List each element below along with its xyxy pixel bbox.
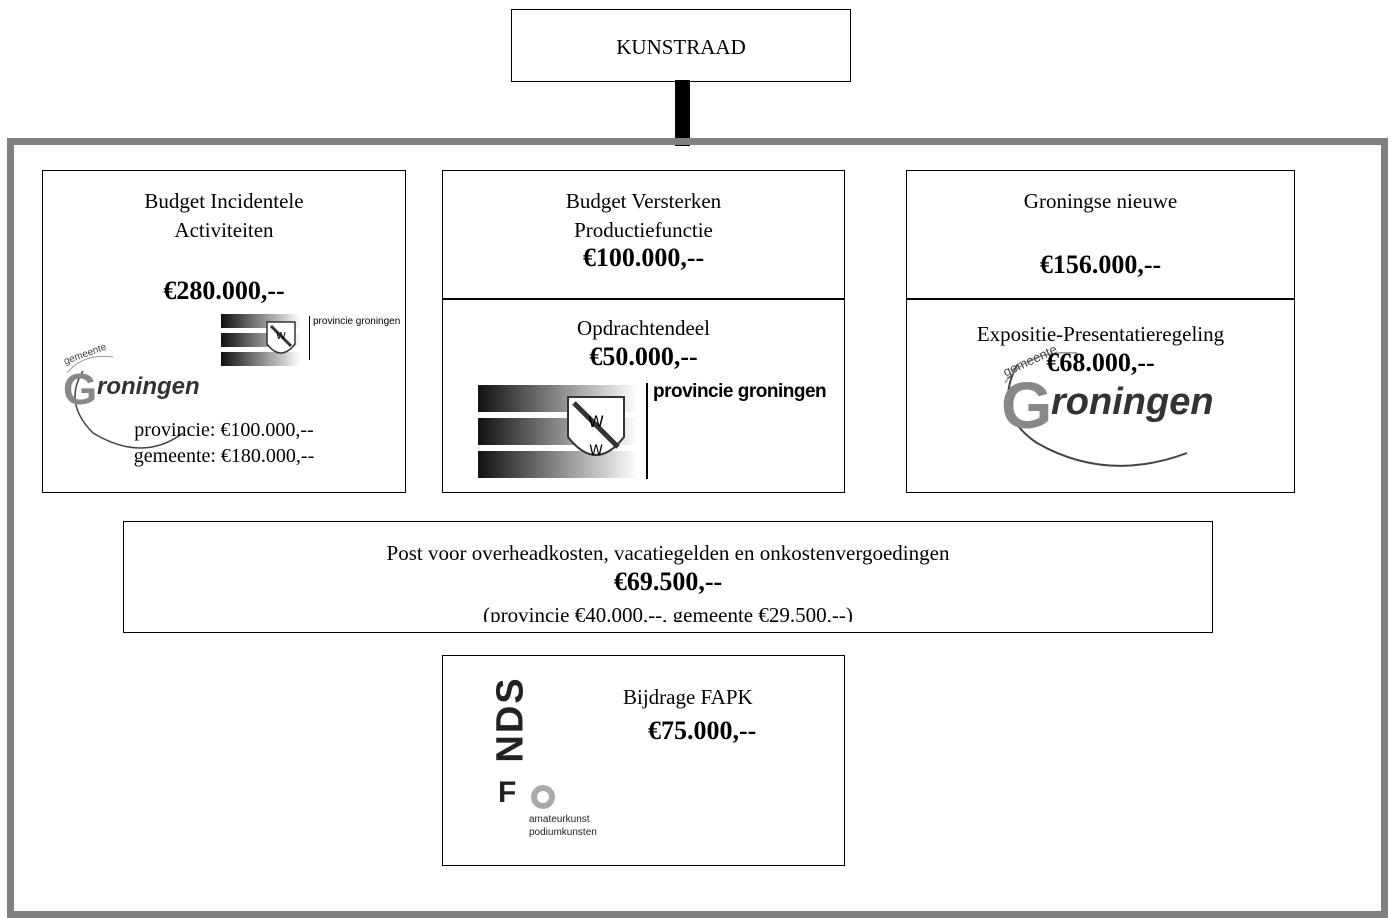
provincie-logo-text-large: provincie groningen [653, 381, 827, 402]
coat-of-arms-icon: W [266, 321, 296, 354]
box-versterken-productiefunctie: Budget Versterken Productiefunctie €100.… [442, 170, 845, 493]
gemeente-swoosh-large-icon [1004, 351, 1188, 467]
gemeente-swoosh-icon [66, 355, 184, 449]
fonds-logo: NDS F amateurkunst podiumkunsten [488, 664, 668, 854]
provincie-groningen-logo-small: W provincie groningen [221, 314, 401, 369]
overhead-amount: €69.500,-- [613, 567, 723, 596]
fapk-title: Bijdrage FAPK [623, 685, 753, 709]
kunstraad-box: KUNSTRAAD [511, 9, 851, 82]
fonds-f: F [498, 776, 517, 809]
coat-of-arms-large-icon: W W [567, 396, 625, 459]
incidentele-provincie: provincie: €100.000,-- [134, 419, 314, 441]
fonds-o-icon [531, 785, 555, 809]
box-fapk: NDS F amateurkunst podiumkunsten Bijdrag… [442, 655, 845, 866]
versterken-divider [443, 298, 844, 300]
fonds-line-1: amateurkunst [529, 814, 590, 825]
opdrachten-amount: €50.000,-- [589, 342, 698, 371]
provincie-logo-text-small: provincie groningen [313, 316, 401, 327]
groningse-divider [907, 298, 1294, 300]
svg-text:W: W [276, 331, 286, 342]
svg-text:W: W [588, 412, 604, 431]
incidentele-amount: €280.000,-- [163, 276, 285, 305]
fapk-amount: €75.000,-- [648, 716, 757, 745]
groningse-amount: €156.000,-- [1039, 250, 1162, 279]
gemeente-groningen-logo-small: gemeente G roningen [53, 342, 313, 453]
groningen-word-large: roningen [1051, 381, 1214, 423]
groningen-G: G [63, 365, 98, 414]
fonds-vertical-text: NDS [489, 676, 532, 763]
incidentele-gemeente: gemeente: €180.000,-- [133, 445, 315, 467]
expositie-title: Expositie-Presentatieregeling [976, 322, 1225, 346]
overhead-split: (provincie €40.000,--, gemeente €29.500,… [483, 603, 853, 622]
connector-line [675, 80, 690, 146]
groningen-word: roningen [97, 373, 200, 400]
incidentele-title-2: Activiteiten [174, 218, 274, 242]
overhead-title: Post voor overheadkosten, vacatiegelden … [386, 541, 950, 565]
fonds-line-2: podiumkunsten [529, 827, 597, 838]
provincie-groningen-logo-large: W W provincie groningen [478, 381, 843, 481]
box-overhead: Post voor overheadkosten, vacatiegelden … [123, 521, 1213, 633]
groningse-title: Groningse nieuwe [1023, 189, 1178, 213]
versterken-title-2: Productiefunctie [574, 218, 713, 242]
box-incidentele-activiteiten: Budget Incidentele Activiteiten €280.000… [42, 170, 406, 493]
versterken-title-1: Budget Versterken [565, 189, 722, 213]
gemeente-groningen-logo-large: gemeente G roningen [997, 341, 1277, 473]
incidentele-title-1: Budget Incidentele [144, 189, 304, 213]
expositie-amount: €68.000,-- [1046, 348, 1155, 377]
versterken-amount: €100.000,-- [582, 243, 705, 272]
box-groningse-nieuwe: Groningse nieuwe €156.000,-- Expositie-P… [906, 170, 1295, 493]
opdrachten-title: Opdrachtendeel [577, 316, 710, 340]
kunstraad-title: KUNSTRAAD [616, 35, 746, 59]
svg-text:W: W [589, 443, 603, 459]
groningen-G-large: G [1001, 368, 1053, 442]
